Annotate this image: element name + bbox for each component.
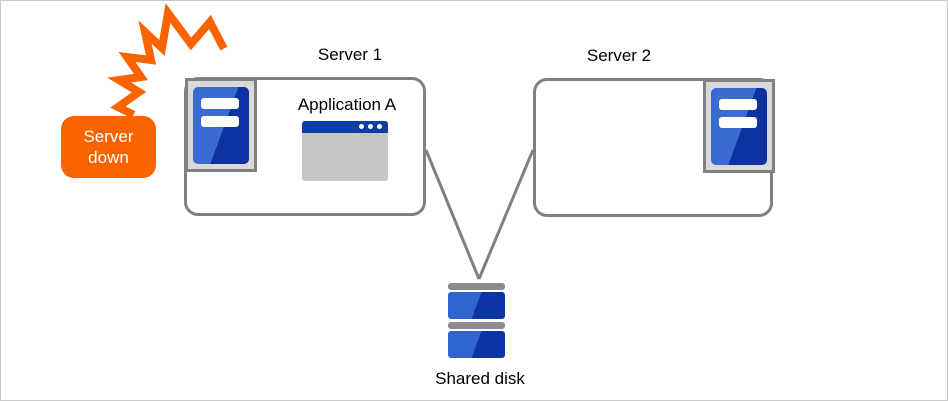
disk-bar-icon: [448, 322, 505, 329]
connection-line-server2-disk: [477, 149, 535, 280]
window-dot-icon: [368, 124, 373, 129]
window-dot-icon: [377, 124, 382, 129]
shared-disk-icon: [448, 283, 505, 358]
server-slot-icon: [201, 98, 239, 109]
server-slot-icon: [719, 99, 757, 110]
shared-disk-label: Shared disk: [435, 369, 525, 388]
server-down-callout: Server down: [61, 116, 156, 178]
disk-platter-icon: [448, 331, 505, 358]
server2-icon: [703, 79, 775, 173]
server-slot-icon: [719, 117, 757, 128]
server-slot-icon: [201, 116, 239, 127]
application-a-label: Application A: [297, 95, 397, 114]
window-titlebar-icon: [302, 121, 388, 133]
disk-bar-icon: [448, 283, 505, 290]
application-window-icon: [302, 121, 388, 181]
connection-line-server1-disk: [424, 149, 481, 280]
disk-platter-icon: [448, 292, 505, 319]
crash-flash-icon: [107, 3, 228, 119]
server-chassis-icon: [193, 87, 249, 164]
window-dot-icon: [359, 124, 364, 129]
server-chassis-icon: [711, 88, 767, 165]
server1-icon: [185, 78, 257, 172]
window-body-icon: [302, 133, 388, 181]
server-down-label: Server down: [83, 126, 134, 167]
server1-label: Server 1: [317, 45, 383, 64]
server2-label: Server 2: [586, 46, 652, 65]
